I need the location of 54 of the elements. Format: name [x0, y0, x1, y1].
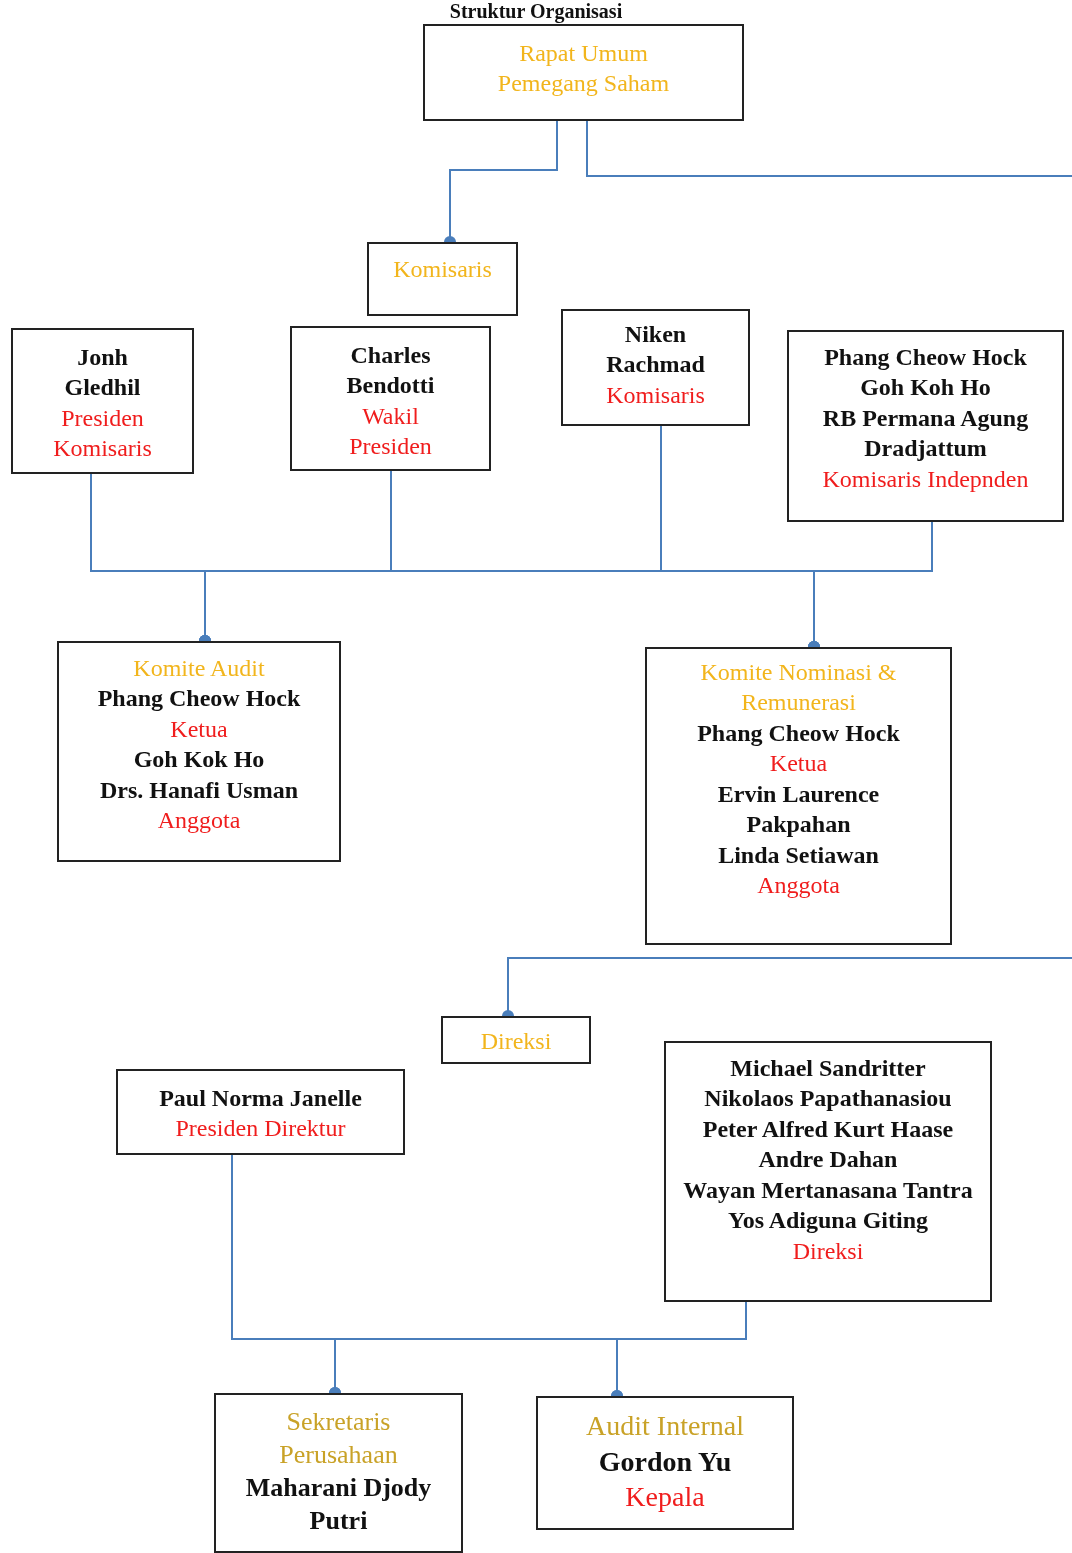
name-text: Charles Bendotti: [345, 341, 436, 401]
name-text: Goh Kok Ho: [132, 745, 266, 775]
name-text: Wayan Mertanasana Tantra: [682, 1175, 974, 1205]
diagram-title: Struktur Organisasi: [448, 0, 624, 23]
role-text: Komisaris: [605, 380, 706, 410]
name-text: Jonh Gledhil: [63, 343, 142, 403]
org-box: [536, 1396, 794, 1530]
name-text: Goh Koh Ho: [859, 373, 992, 403]
name-text: Phang Cheow Hock: [696, 718, 901, 748]
name-text: Drs. Hanafi Usman: [99, 775, 299, 805]
role-text: Komisaris Indepnden: [821, 464, 1030, 494]
heading-text: Audit Internal: [585, 1409, 745, 1443]
name-text: Nikolaos Papathanasiou: [703, 1084, 953, 1114]
org-box: [57, 641, 341, 862]
name-text: Michael Sandritter: [729, 1054, 927, 1083]
role-text: Presiden Komisaris: [52, 403, 153, 464]
org-box: [664, 1041, 992, 1302]
org-box: [787, 330, 1064, 522]
role-text: Kepala: [624, 1480, 706, 1515]
role-text: Anggota: [756, 871, 841, 901]
role-text: Wakil Presiden: [348, 401, 433, 462]
name-text: Andre Dahan: [757, 1145, 899, 1175]
role-text: Ketua: [768, 749, 829, 779]
name-text: Niken Rachmad: [605, 320, 706, 380]
org-box: [441, 1016, 591, 1065]
name-text: RB Permana Agung Dradjattum: [821, 403, 1030, 464]
role-text: Ketua: [169, 714, 229, 744]
org-box: [116, 1069, 405, 1155]
name-text: Phang Cheow Hock: [823, 343, 1028, 372]
org-box: [214, 1393, 463, 1553]
connector-line: [586, 120, 1072, 177]
name-text: Ervin Laurence Pakpahan: [716, 779, 881, 840]
org-box: [423, 24, 744, 121]
name-text: Maharani Djody Putri: [244, 1472, 433, 1538]
org-box: [367, 242, 518, 316]
name-text: Gordon Yu: [597, 1444, 733, 1479]
name-text: Peter Alfred Kurt Haase: [701, 1114, 955, 1144]
name-text: Yos Adiguna Giting: [726, 1206, 930, 1236]
heading-text: Rapat Umum Pemegang Saham: [496, 39, 671, 99]
heading-text: Direksi: [479, 1027, 553, 1056]
heading-text: Komite Audit: [132, 654, 266, 683]
role-text: Direksi: [791, 1236, 865, 1266]
org-box: [11, 328, 194, 474]
heading-text: Komisaris: [392, 255, 493, 284]
name-text: Paul Norma Janelle: [158, 1084, 363, 1113]
role-text: Presiden Direktur: [174, 1114, 347, 1144]
name-text: Phang Cheow Hock: [96, 684, 302, 714]
heading-text: Komite Nominasi & Remunerasi: [699, 658, 898, 718]
org-box: [290, 326, 491, 471]
role-text: Anggota: [156, 806, 242, 836]
org-box: [645, 647, 952, 945]
name-text: Linda Setiawan: [717, 840, 880, 870]
heading-text: Sekretaris Perusahaan: [278, 1406, 399, 1471]
org-box: [561, 309, 750, 426]
